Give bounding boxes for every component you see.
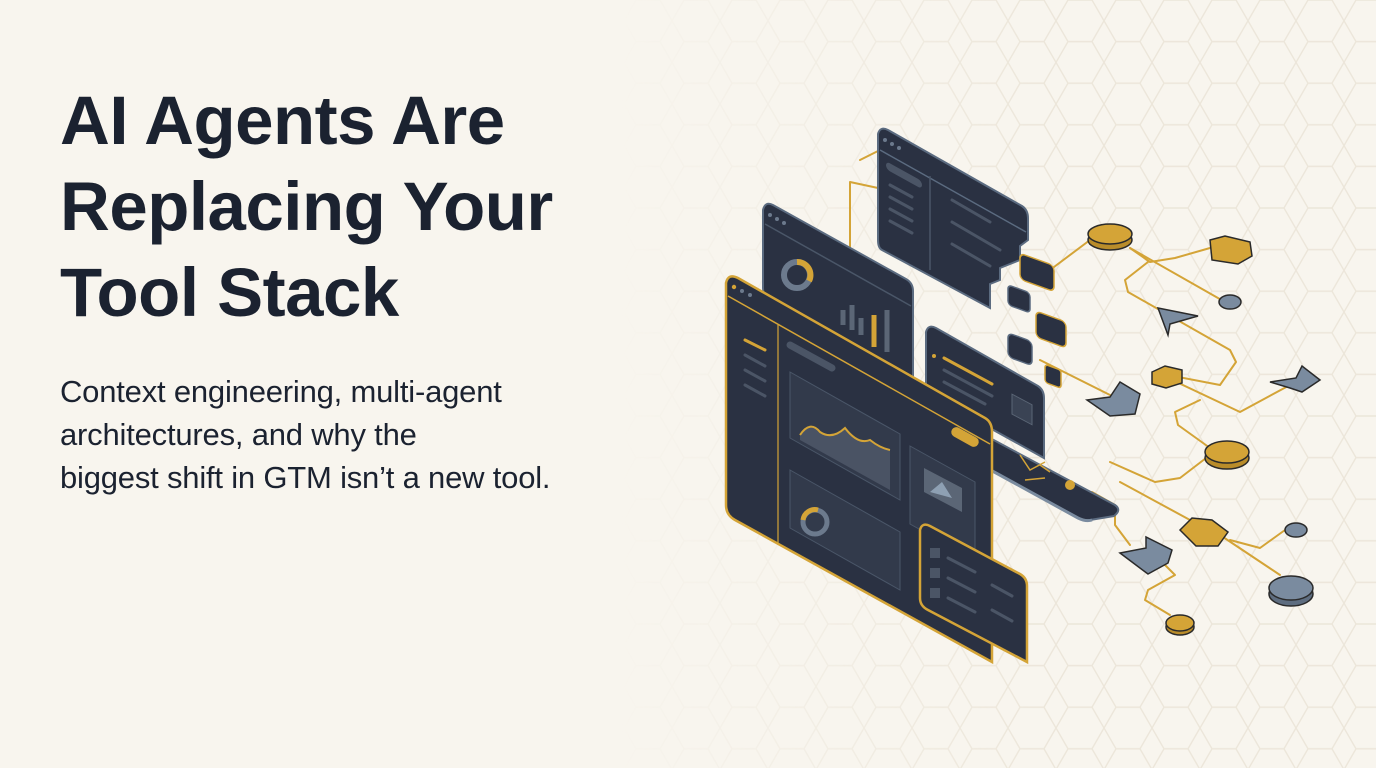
subtitle-line-1: Context engineering, multi-agent (60, 374, 502, 409)
subtitle-line-3: biggest shift in GTM isn’t a new tool. (60, 460, 551, 495)
network-nodes (1084, 223, 1322, 636)
gray-bowtie-node (1269, 364, 1322, 393)
gray-coin-node (1268, 575, 1314, 607)
gold-hexagon-node-1 (1209, 235, 1253, 265)
subtitle-line-2: architectures, and why the (60, 417, 417, 452)
gold-hexagon-node-3 (1178, 517, 1230, 547)
gold-hexagon-node-2 (1151, 365, 1183, 389)
title-line-3: Tool Stack (60, 254, 399, 331)
gold-coin-node-1 (1087, 223, 1133, 251)
gray-chevron-node-2 (1118, 535, 1173, 575)
hero-text: AI Agents Are Replacing Your Tool Stack … (60, 78, 720, 499)
title-line-2: Replacing Your (60, 168, 553, 245)
gold-coin-node-3 (1165, 614, 1195, 636)
isometric-illustration (724, 127, 1322, 665)
page-title: AI Agents Are Replacing Your Tool Stack (60, 78, 720, 336)
floating-blocks (1007, 253, 1067, 389)
gray-arrow-node (1156, 307, 1199, 338)
gray-chevron-node-1 (1084, 380, 1141, 417)
gold-coin-node-2 (1204, 440, 1250, 470)
title-line-1: AI Agents Are (60, 82, 505, 159)
list-panel (877, 127, 1029, 310)
detail-card (918, 523, 1029, 665)
gray-dot-node-2 (1284, 522, 1308, 538)
subtitle: Context engineering, multi-agent archite… (60, 370, 720, 499)
gray-dot-node-1 (1218, 294, 1242, 310)
